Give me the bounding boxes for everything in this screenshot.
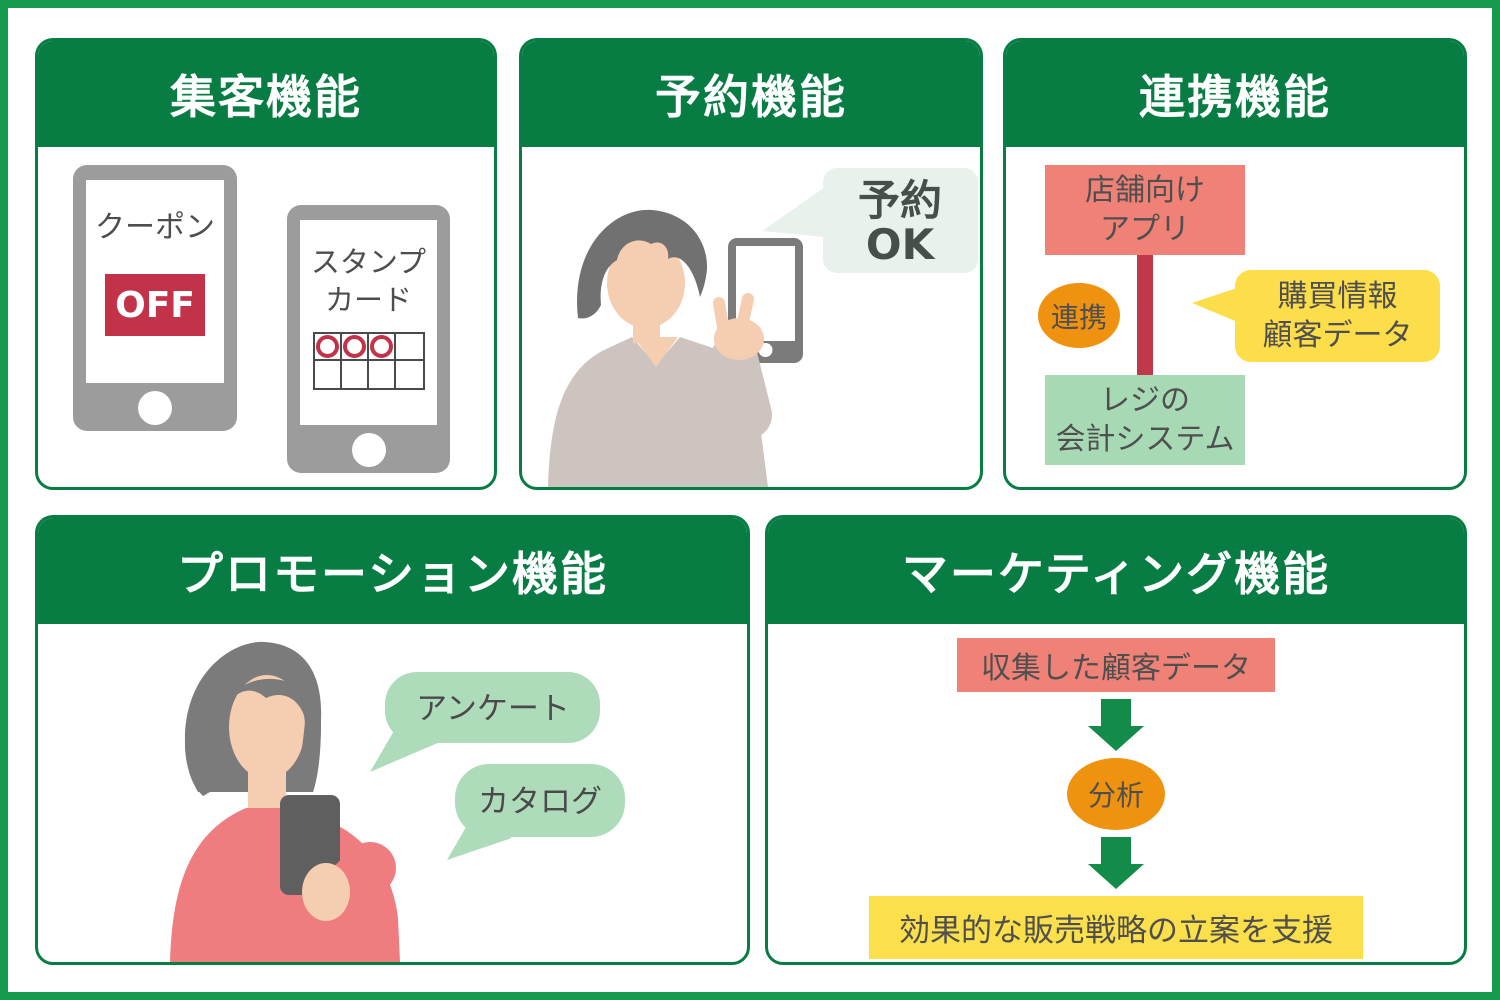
stamp-phone-screen: スタンプ カード [300,220,437,425]
store-app-line1: 店舗向け [1085,173,1205,208]
register-box-line2: 会計システム [1055,422,1235,457]
panel-marketing-title: マーケティング機能 [768,518,1464,624]
stamp-cell [368,334,396,362]
panel-attract-body: クーポン OFF スタンプ カード [38,147,494,487]
purchase-bubble-tail [1192,287,1240,323]
catalog-bubble: カタログ [447,764,625,860]
panel-reserve-body: 予約 OK [522,147,980,487]
purchase-data-bubble: 購買情報 顧客データ [1235,270,1440,362]
panel-reserve-title: 予約機能 [522,41,980,147]
store-app-line2: アプリ [1100,212,1190,247]
reserve-bubble-line1: 予約 [858,176,942,225]
panel-attract-title: 集客機能 [38,41,494,147]
home-button-icon [351,433,386,467]
panel-link-body: 店舗向け アプリ 連携 購買情報 顧客データ レジの 会計システム [1006,147,1464,487]
catalog-bubble-label: カタログ [478,784,602,820]
coupon-label: クーポン [95,210,215,245]
stamp-card-label: スタンプ カード [311,244,426,319]
purchase-bubble-line2: 顧客データ [1262,318,1413,353]
stamp-phone-illustration: スタンプ カード [287,205,450,473]
stamp-card-label-line2: カード [324,282,412,317]
stamp-circle-icon [369,335,393,359]
purchase-bubble-line1: 購買情報 [1277,279,1398,314]
stamp-card-label-line1: スタンプ [310,245,427,279]
register-box-line1: レジの [1100,383,1190,418]
stamp-cell [395,334,423,362]
stamp-cell [314,334,342,362]
panel-promotion-title: プロモーション機能 [38,518,747,624]
panel-attract: 集客機能 クーポン OFF スタンプ カード [35,38,497,490]
down-arrow-icon [1088,699,1144,751]
panel-link: 連携機能 店舗向け アプリ 連携 購買情報 顧客データ レジの 会計システム [1003,38,1467,490]
survey-bubble: アンケート [370,672,600,772]
promotion-scene: アンケート カタログ [170,641,625,962]
stamp-cell [315,361,342,389]
panel-promotion-body: アンケート カタログ [38,624,747,962]
reserve-speech-bubble: 予約 OK [762,168,978,273]
panel-promotion: プロモーション機能 [35,515,750,965]
reserve-bubble-line2: OK [866,220,936,269]
panel-link-title: 連携機能 [1006,41,1464,147]
coupon-phone-illustration: クーポン OFF [73,165,237,431]
link-badge: 連携 [1038,283,1120,348]
stamp-circle-icon [342,335,366,359]
survey-bubble-label: アンケート [416,691,570,727]
woman-arm-hand [302,842,396,926]
stamp-cell [342,361,369,389]
panel-marketing: マーケティング機能 収集した顧客データ 分析 効果的な販売戦略の立案を支援 [765,515,1467,965]
reserve-scene: 予約 OK [548,168,978,487]
man-arm-hand [710,293,772,439]
panel-reserve: 予約機能 予約 OK [519,38,983,490]
home-button-icon [138,391,172,425]
register-system-box: レジの 会計システム [1045,375,1245,465]
man-head [577,209,708,328]
stamp-cell [369,361,396,389]
coupon-phone-screen: クーポン OFF [86,180,224,383]
panel-marketing-body: 収集した顧客データ 分析 効果的な販売戦略の立案を支援 [768,624,1464,962]
strategy-box: 効果的な販売戦略の立案を支援 [869,896,1363,959]
stamp-circle-icon [315,335,339,359]
store-app-box: 店舗向け アプリ [1045,165,1245,255]
analysis-badge: 分析 [1067,758,1165,830]
stamp-cell [396,361,423,388]
stamp-grid [312,332,425,391]
connector-bar [1137,255,1153,375]
stamp-cell [341,334,369,362]
down-arrow-icon [1088,837,1144,889]
off-badge: OFF [105,274,205,336]
collected-data-box: 収集した顧客データ [957,638,1275,692]
